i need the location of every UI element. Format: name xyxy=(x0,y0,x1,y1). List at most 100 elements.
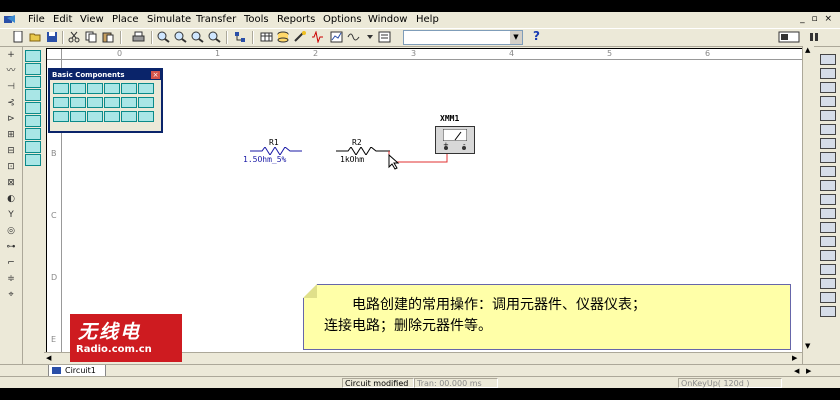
menu-simulate[interactable]: Simulate xyxy=(147,14,192,25)
scroll-left-icon[interactable]: ◀ xyxy=(46,354,52,362)
multimeter-tool-icon[interactable] xyxy=(820,54,836,65)
menu-options[interactable]: Options xyxy=(323,14,362,25)
relay-bin-icon[interactable] xyxy=(25,115,41,127)
potentiometer-button[interactable] xyxy=(87,83,103,94)
zoom-area-icon[interactable] xyxy=(191,31,204,43)
tab-scroll-right-icon[interactable]: ▶ xyxy=(806,367,812,375)
chevron-down-icon[interactable]: ▼ xyxy=(510,31,522,44)
agilent-multimeter-tool-icon[interactable] xyxy=(820,264,836,275)
function-generator-tool-icon[interactable] xyxy=(820,68,836,79)
network-analyzer-tool-icon[interactable] xyxy=(820,236,836,247)
horizontal-scrollbar[interactable]: ◀ ▶ xyxy=(44,352,802,365)
copy-icon[interactable] xyxy=(85,31,98,43)
menu-transfer[interactable]: Transfer xyxy=(196,14,237,25)
ladder-icon[interactable]: ⌐ xyxy=(7,258,15,268)
word-generator-tool-icon[interactable] xyxy=(820,152,836,163)
place-hierarchy-icon[interactable]: ⌖ xyxy=(8,290,14,300)
zoom-fit-icon[interactable] xyxy=(208,31,221,43)
spectrum-analyzer-tool-icon[interactable] xyxy=(820,222,836,233)
transformer-button[interactable] xyxy=(70,111,86,122)
resistor-bin-icon[interactable] xyxy=(25,50,41,62)
menu-window[interactable]: Window xyxy=(368,14,408,25)
variable-inductor-button[interactable] xyxy=(121,97,137,108)
grapher-icon[interactable] xyxy=(330,31,343,43)
switch-button[interactable] xyxy=(138,97,154,108)
window-controls[interactable]: _ ▫ × xyxy=(800,14,834,24)
component-wizard-icon[interactable] xyxy=(294,31,307,43)
cut-icon[interactable] xyxy=(68,31,81,43)
resistor-pack-button[interactable] xyxy=(70,83,86,94)
spreadsheet-icon[interactable] xyxy=(260,31,273,43)
palette-close-button[interactable]: × xyxy=(151,71,160,79)
connector-bin-icon[interactable] xyxy=(25,141,41,153)
menu-file[interactable]: File xyxy=(28,14,45,25)
tab-scroll-left-icon[interactable]: ◀ xyxy=(794,367,800,375)
menu-help[interactable]: Help xyxy=(416,14,439,25)
frequency-counter-tool-icon[interactable] xyxy=(820,138,836,149)
electromechanical-icon[interactable]: ⊶ xyxy=(6,242,16,252)
menu-tools[interactable]: Tools xyxy=(244,14,269,25)
capacitor-button[interactable] xyxy=(53,97,69,108)
nonlinear-transformer-button[interactable] xyxy=(87,111,103,122)
postprocessor-icon[interactable] xyxy=(347,31,360,43)
inductor-button[interactable] xyxy=(104,97,120,108)
logic-analyzer-tool-icon[interactable] xyxy=(820,166,836,177)
database-icon[interactable] xyxy=(277,31,290,43)
zoom-out-icon[interactable] xyxy=(174,31,187,43)
menu-place[interactable]: Place xyxy=(112,14,139,25)
open-folder-icon[interactable] xyxy=(29,31,42,43)
analysis-icon[interactable] xyxy=(311,31,324,43)
iv-analyzer-tool-icon[interactable] xyxy=(820,194,836,205)
scroll-right-icon[interactable]: ▶ xyxy=(792,354,798,362)
coreless-coil-button[interactable] xyxy=(104,111,120,122)
menu-edit[interactable]: Edit xyxy=(53,14,73,25)
in-use-list-dropdown[interactable]: ▼ xyxy=(403,30,523,45)
four-channel-scope-tool-icon[interactable] xyxy=(820,110,836,121)
distortion-analyzer-tool-icon[interactable] xyxy=(820,208,836,219)
wattmeter-tool-icon[interactable] xyxy=(820,82,836,93)
mixed-icon[interactable]: ⊠ xyxy=(7,178,15,188)
tektronix-scope-tool-icon[interactable] xyxy=(820,292,836,303)
multimeter-xmm1[interactable]: +- xyxy=(435,126,475,154)
indicator-icon[interactable]: ◐ xyxy=(7,194,15,204)
rf-icon[interactable]: ◎ xyxy=(7,226,15,236)
save-icon[interactable] xyxy=(46,31,59,43)
new-file-icon[interactable] xyxy=(12,31,25,43)
resistor-button[interactable] xyxy=(53,83,69,94)
ttl-icon[interactable]: ⊞ xyxy=(7,130,15,140)
scroll-down-icon[interactable]: ▼ xyxy=(805,342,811,350)
zoom-in-icon[interactable] xyxy=(157,31,170,43)
pullup-button[interactable] xyxy=(121,83,137,94)
current-probe-tool-icon[interactable] xyxy=(820,306,836,317)
help-button[interactable]: ? xyxy=(533,29,540,43)
switch-bin-icon[interactable] xyxy=(25,89,41,101)
menu-reports[interactable]: Reports xyxy=(277,14,316,25)
hierarchy-icon[interactable] xyxy=(234,31,247,43)
rated-resistor-button[interactable] xyxy=(138,83,154,94)
analog-icon[interactable]: ⊳ xyxy=(7,114,15,124)
relay-button[interactable] xyxy=(53,111,69,122)
diode-icon[interactable]: ⊣ xyxy=(7,82,15,92)
electrolytic-button[interactable] xyxy=(70,97,86,108)
virtual-resistor-button[interactable] xyxy=(104,83,120,94)
source-icon[interactable]: + xyxy=(7,50,15,60)
logic-converter-tool-icon[interactable] xyxy=(820,180,836,191)
agilent-scope-tool-icon[interactable] xyxy=(820,278,836,289)
simulation-switch-icon[interactable] xyxy=(778,31,800,43)
pause-icon[interactable] xyxy=(808,31,821,43)
oscilloscope-tool-icon[interactable] xyxy=(820,96,836,107)
socket-bin-icon[interactable] xyxy=(25,154,41,166)
misc-icon[interactable]: Y xyxy=(8,210,14,220)
basic-icon[interactable]: 〰 xyxy=(6,66,16,76)
transistor-icon[interactable]: ⊰ xyxy=(7,98,15,108)
connector-button[interactable] xyxy=(138,111,154,122)
bode-plotter-tool-icon[interactable] xyxy=(820,124,836,135)
agilent-generator-tool-icon[interactable] xyxy=(820,250,836,261)
chevron-down-icon[interactable] xyxy=(364,31,377,43)
print-icon[interactable] xyxy=(132,31,145,43)
variable-cap-button[interactable] xyxy=(87,97,103,108)
electrical-rules-icon[interactable] xyxy=(378,31,391,43)
cmos-icon[interactable]: ⊟ xyxy=(7,146,15,156)
menu-view[interactable]: View xyxy=(80,14,104,25)
misc-digital-icon[interactable]: ⊡ xyxy=(7,162,15,172)
